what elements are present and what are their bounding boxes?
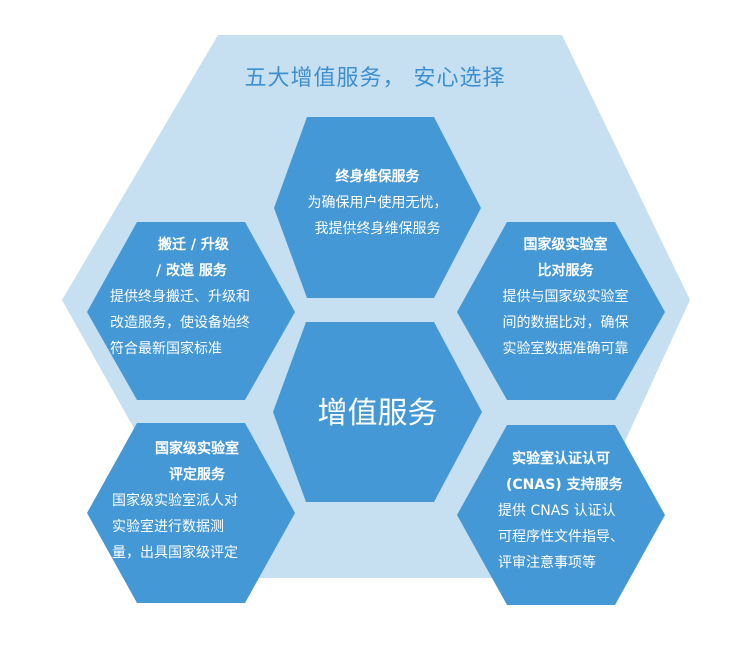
service-desc: 我提供终身维保服务 [314,221,441,237]
service-title: 国家级实验室 [155,441,239,457]
service-cnas: 实验室认证认可 (CNAS) 支持服务 提供 CNAS 认证认 可程序性文件指导… [490,446,650,576]
hexagon-lab-comparison [457,222,665,400]
hexagon-lifetime-maintenance [274,117,481,298]
service-lifetime-maintenance: 终身维保服务 为确保用户使用无忧， 我提供终身维保服务 [290,164,465,242]
hexagon-cnas [457,425,665,605]
service-desc: 提供与国家级实验室 [502,289,629,305]
service-desc: 可程序性文件指导、 [498,529,624,545]
service-title: 比对服务 [537,263,594,279]
service-desc: 评审注意事项等 [498,555,596,571]
hexagon-lab-evaluation [87,423,295,603]
service-title: / 改造 服务 [156,263,227,279]
service-title: 终身维保服务 [335,169,420,185]
service-title: 搬迁 / 升级 [158,237,229,253]
service-desc: 实验室数据准确可靠 [502,341,629,357]
service-lab-comparison: 国家级实验室 比对服务 提供与国家级实验室 间的数据比对，确保 实验室数据准确可… [478,232,653,362]
diagram-title: 五大增值服务， 安心选择 [244,66,506,91]
service-title: 评定服务 [169,467,225,483]
service-desc: 改造服务，使设备始终 [110,315,250,331]
service-title: (CNAS) 支持服务 [506,477,623,493]
hexagon-relocation [87,222,295,400]
hexagon-center [273,322,482,502]
service-desc: 为确保用户使用无忧， [307,195,448,211]
service-desc: 符合最新国家标准 [110,341,222,357]
service-desc: 提供终身搬迁、升级和 [110,289,250,305]
service-desc: 实验室进行数据测 [112,519,224,535]
center-label: 增值服务 [317,396,438,431]
service-desc: 国家级实验室派人对 [112,493,238,509]
service-desc: 间的数据比对，确保 [502,315,629,331]
service-relocation: 搬迁 / 升级 / 改造 服务 提供终身搬迁、升级和 改造服务，使设备始终 符合… [110,232,285,362]
service-title: 国家级实验室 [523,237,608,253]
service-desc: 量，出具国家级评定 [112,545,238,561]
service-desc: 提供 CNAS 认证认 [498,503,616,519]
service-title: 实验室认证认可 [512,451,610,467]
service-lab-evaluation: 国家级实验室 评定服务 国家级实验室派人对 实验室进行数据测 量，出具国家级评定 [112,436,282,566]
